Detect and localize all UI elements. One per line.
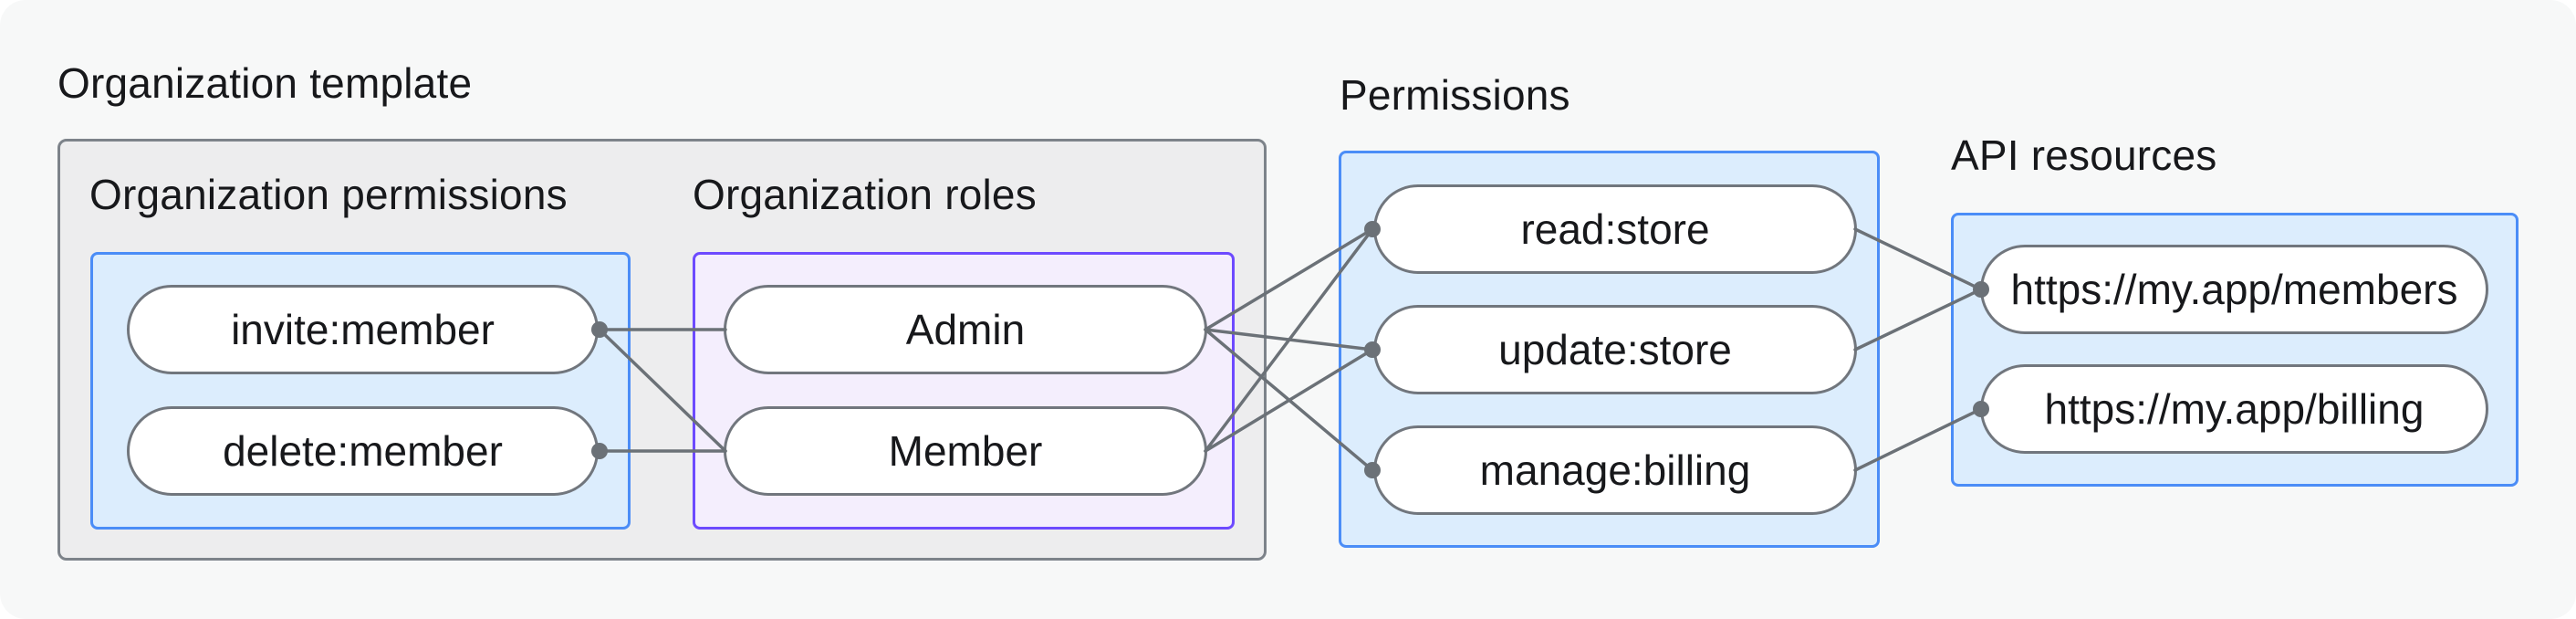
organization-template-label: Organization template <box>57 59 473 107</box>
node-delete-member: delete:member <box>127 406 599 496</box>
node-delete-member-label: delete:member <box>223 427 503 475</box>
node-admin-label: Admin <box>905 306 1026 353</box>
node-api-members: https://my.app/members <box>1980 245 2488 334</box>
node-api-members-label: https://my.app/members <box>2010 266 2458 313</box>
node-api-billing-label: https://my.app/billing <box>2044 385 2425 433</box>
group-label-organization-permissions: Organization permissions <box>89 171 568 218</box>
group-label-api-resources: API resources <box>1951 131 2217 179</box>
node-api-billing: https://my.app/billing <box>1980 364 2488 454</box>
group-label-organization-roles: Organization roles <box>693 171 1037 218</box>
node-update-store-label: update:store <box>1498 326 1732 373</box>
node-read-store-label: read:store <box>1520 205 1710 253</box>
node-manage-billing: manage:billing <box>1373 425 1857 515</box>
group-label-permissions: Permissions <box>1340 71 1570 119</box>
node-manage-billing-label: manage:billing <box>1479 446 1751 494</box>
node-admin: Admin <box>724 285 1207 374</box>
node-update-store: update:store <box>1373 305 1857 394</box>
node-invite-member-label: invite:member <box>231 306 495 353</box>
node-member-label: Member <box>888 427 1043 475</box>
node-member: Member <box>724 406 1207 496</box>
node-read-store: read:store <box>1373 184 1857 274</box>
node-invite-member: invite:member <box>127 285 599 374</box>
